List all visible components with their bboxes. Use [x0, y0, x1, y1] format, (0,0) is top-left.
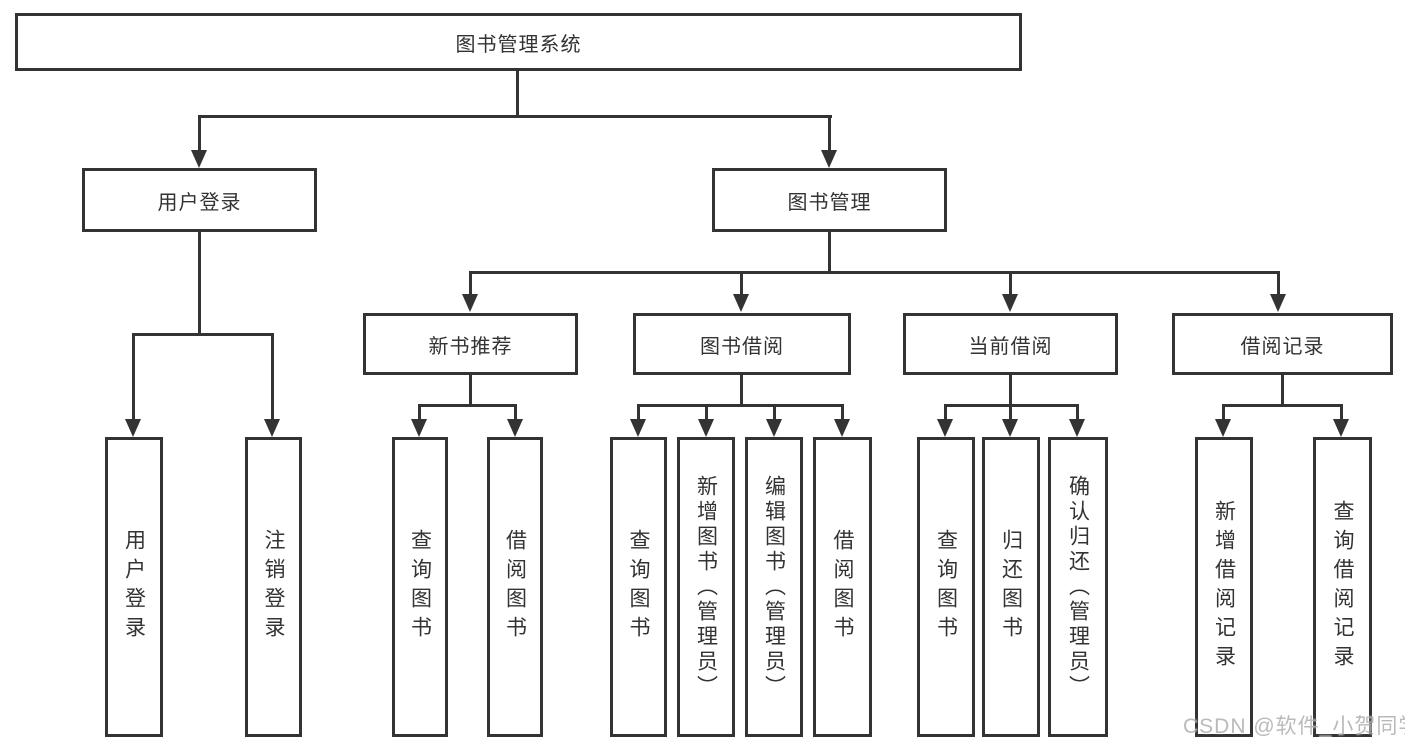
edge-line	[1076, 404, 1079, 421]
arrow-down-icon	[1002, 419, 1018, 437]
node-label: 新增图书（管理员）	[694, 474, 718, 700]
arrow-down-icon	[1270, 294, 1286, 312]
node-borrow-books-recommend: 借阅图书	[487, 437, 543, 737]
node-label: 图书管理	[787, 191, 872, 214]
node-return-books: 归还图书	[982, 437, 1040, 737]
edge-line	[469, 271, 1280, 274]
node-label: 查询图书	[934, 529, 958, 645]
arrow-down-icon	[125, 419, 141, 437]
edge-line	[740, 375, 743, 407]
node-confirm-return-admin: 确认归还（管理员）	[1048, 437, 1108, 737]
node-label: 当前借阅	[968, 335, 1053, 358]
node-add-books-admin: 新增图书（管理员）	[677, 437, 735, 737]
edge-line	[1222, 404, 1225, 421]
arrow-down-icon	[507, 419, 523, 437]
node-label: 归还图书	[999, 529, 1023, 645]
arrow-down-icon	[1002, 294, 1018, 312]
edge-line	[469, 271, 472, 296]
arrow-down-icon	[462, 294, 478, 312]
node-add-borrow-record: 新增借阅记录	[1195, 437, 1253, 737]
arrow-down-icon	[1069, 419, 1085, 437]
edge-line	[944, 404, 947, 421]
node-book-borrowing: 图书借阅	[633, 313, 851, 375]
edge-line	[271, 333, 274, 420]
edge-line	[516, 71, 519, 118]
node-label: 查询图书	[408, 529, 432, 645]
edge-line	[828, 115, 831, 151]
edge-line	[1340, 404, 1343, 421]
edge-line	[1281, 375, 1284, 407]
arrow-down-icon	[1333, 419, 1349, 437]
edge-line	[705, 404, 708, 421]
edge-line	[841, 404, 844, 421]
node-label: 新增借阅记录	[1212, 500, 1236, 674]
edge-line	[1009, 271, 1012, 296]
edge-line	[828, 232, 831, 274]
edge-line	[773, 404, 776, 421]
edge-line	[418, 404, 517, 407]
node-label: 编辑图书（管理员）	[762, 474, 786, 700]
node-label: 借阅图书	[503, 529, 527, 645]
arrow-down-icon	[191, 150, 207, 168]
csdn-watermark: CSDN @软件_小贺同学	[1183, 715, 1405, 738]
node-borrow-books-borrowing: 借阅图书	[813, 437, 872, 737]
edge-line	[1009, 404, 1012, 421]
node-user-login-leaf: 用户登录	[105, 437, 163, 737]
node-label: 确认归还（管理员）	[1066, 474, 1090, 700]
arrow-down-icon	[698, 419, 714, 437]
edge-line	[1277, 271, 1280, 296]
node-label: 借阅图书	[831, 529, 854, 645]
arrow-down-icon	[411, 419, 427, 437]
node-label: 图书管理系统	[455, 33, 582, 56]
node-label: 查询图书	[627, 529, 650, 645]
edge-line	[1009, 375, 1012, 407]
edge-line	[132, 333, 273, 336]
node-label: 用户登录	[157, 191, 242, 214]
node-book-management-module: 图书管理	[712, 168, 947, 232]
node-borrowing-records: 借阅记录	[1172, 313, 1393, 375]
edge-line	[469, 375, 472, 407]
arrow-down-icon	[1215, 419, 1231, 437]
node-query-books-borrowing: 查询图书	[610, 437, 667, 737]
node-user-login-module: 用户登录	[82, 168, 317, 232]
node-logout-leaf: 注销登录	[245, 437, 302, 737]
node-label: 注销登录	[262, 529, 285, 645]
arrow-down-icon	[264, 419, 280, 437]
edge-line	[418, 404, 421, 421]
arrow-down-icon	[630, 419, 646, 437]
node-query-books-recommend: 查询图书	[392, 437, 448, 737]
edge-line	[198, 232, 201, 336]
node-label: 查询借阅记录	[1331, 500, 1354, 674]
edge-line	[1222, 404, 1343, 407]
node-query-books-current: 查询图书	[917, 437, 975, 737]
node-label: 新书推荐	[428, 335, 513, 358]
node-label: 图书借阅	[700, 335, 784, 358]
edge-line	[198, 115, 832, 118]
node-label: 借阅记录	[1240, 335, 1325, 358]
arrow-down-icon	[821, 150, 837, 168]
node-current-borrowing: 当前借阅	[903, 313, 1118, 375]
edge-line	[198, 115, 201, 151]
edge-line	[740, 271, 743, 296]
arrow-down-icon	[937, 419, 953, 437]
node-new-book-recommendation: 新书推荐	[363, 313, 578, 375]
node-query-borrow-record: 查询借阅记录	[1313, 437, 1372, 737]
arrow-down-icon	[834, 419, 850, 437]
edge-line	[514, 404, 517, 421]
node-label: 用户登录	[122, 529, 146, 645]
edge-line	[637, 404, 843, 407]
node-edit-books-admin: 编辑图书（管理员）	[745, 437, 803, 737]
arrow-down-icon	[733, 294, 749, 312]
edge-line	[132, 333, 135, 420]
edge-line	[637, 404, 640, 421]
node-root-library-system: 图书管理系统	[15, 13, 1022, 71]
arrow-down-icon	[766, 419, 782, 437]
